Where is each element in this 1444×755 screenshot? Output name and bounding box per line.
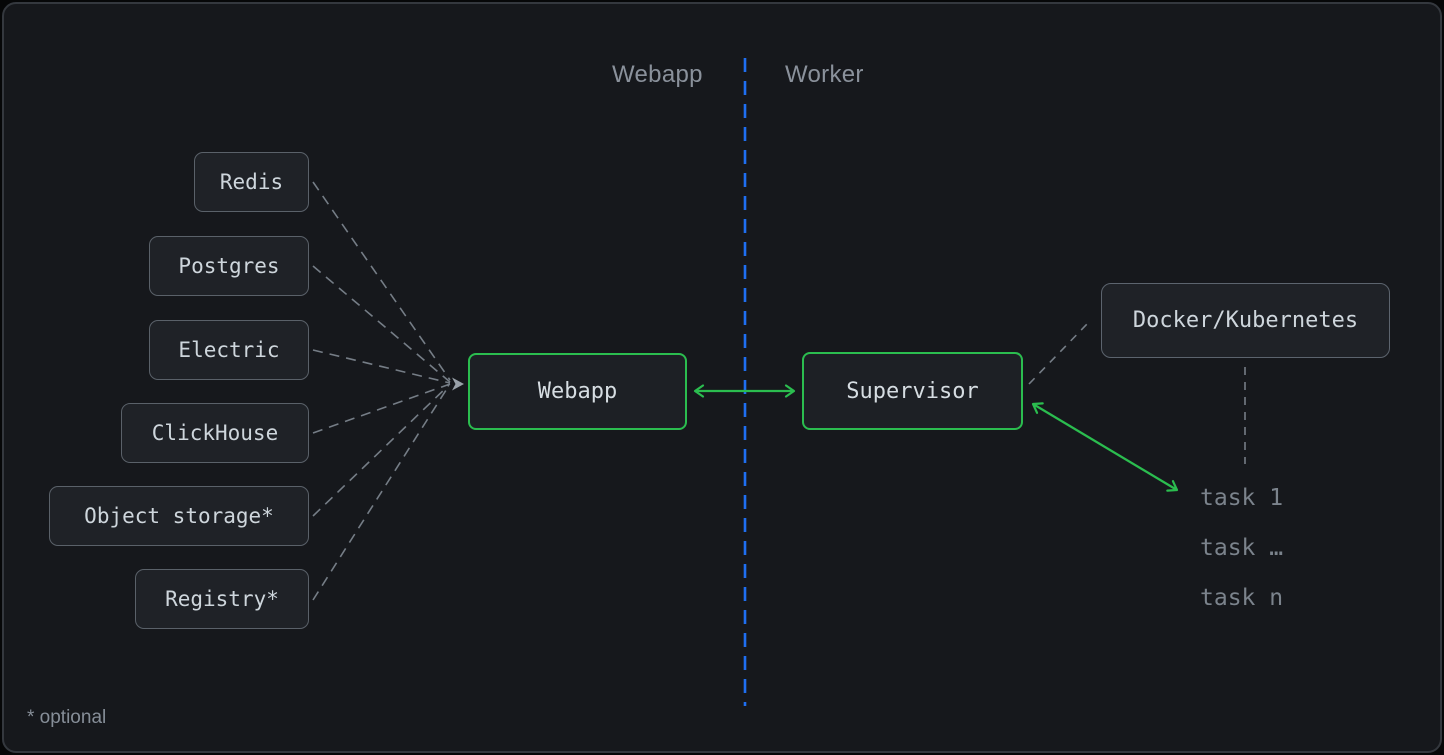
service-box-redis: Redis — [194, 152, 309, 212]
service-label: Registry* — [165, 587, 279, 611]
service-label: Redis — [219, 170, 284, 194]
node-box-docker-kubernetes: Docker/Kubernetes — [1101, 283, 1390, 358]
service-box-registry: Registry* — [135, 569, 309, 629]
task-item-1: task 1 — [1200, 485, 1284, 511]
service-box-postgres: Postgres — [149, 236, 309, 296]
zone-label-worker: Worker — [785, 61, 864, 88]
node-box-webapp: Webapp — [468, 353, 687, 430]
service-box-object-storage: Object storage* — [49, 486, 309, 546]
service-label: ClickHouse — [151, 421, 279, 445]
node-label: Webapp — [537, 379, 618, 404]
task-item-ellipsis: task … — [1200, 535, 1284, 561]
task-item-n: task n — [1200, 585, 1284, 611]
node-label: Supervisor — [846, 378, 979, 404]
node-label: Docker/Kubernetes — [1132, 308, 1359, 333]
footnote-optional: * optional — [27, 707, 107, 728]
zone-label-webapp: Webapp — [612, 61, 703, 88]
node-box-supervisor: Supervisor — [802, 352, 1023, 430]
service-label: Object storage* — [84, 504, 274, 528]
service-label: Postgres — [178, 254, 280, 278]
service-box-clickhouse: ClickHouse — [121, 403, 309, 463]
service-box-electric: Electric — [149, 320, 309, 380]
service-label: Electric — [178, 338, 280, 362]
